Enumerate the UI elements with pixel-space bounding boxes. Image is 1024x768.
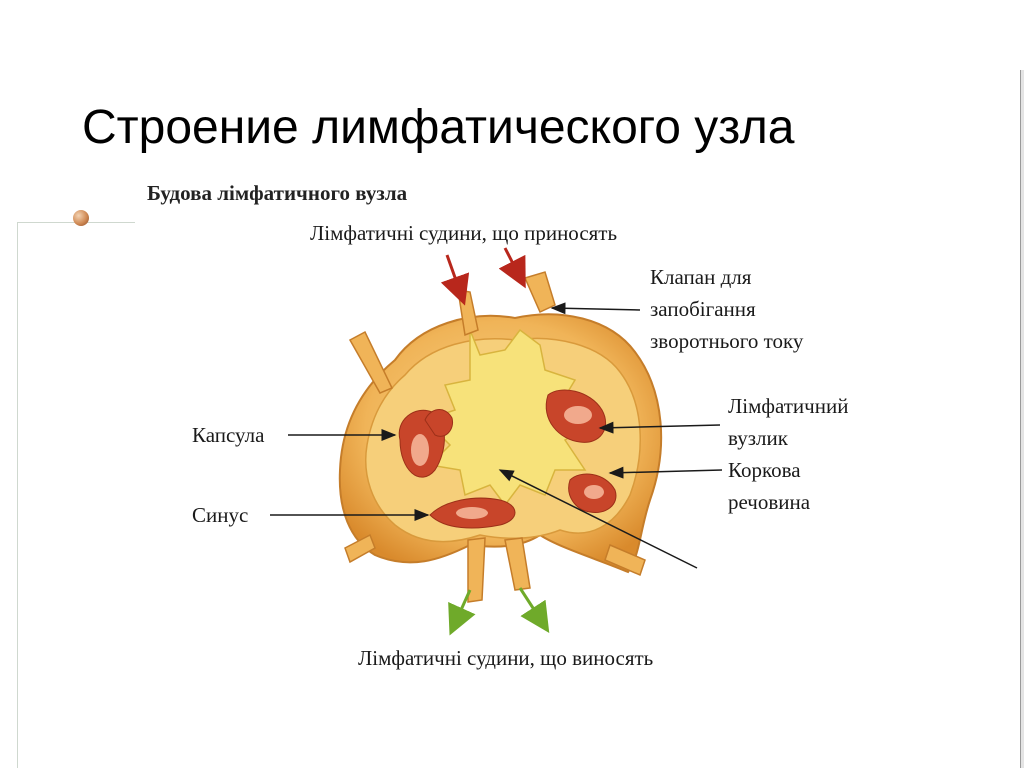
frame-right-border bbox=[1020, 70, 1024, 768]
side-vessel-bottom-left bbox=[344, 533, 376, 564]
efferent-vessel-right bbox=[504, 537, 531, 591]
frame-right-line bbox=[1020, 70, 1021, 768]
nodule-centers bbox=[411, 406, 604, 519]
leader-nodule bbox=[598, 421, 721, 434]
afferent-arrow-left bbox=[440, 254, 470, 306]
label-lymph-nodule-1: Лімфатичний bbox=[728, 394, 849, 418]
label-lymph-nodule-2: вузлик bbox=[728, 426, 788, 450]
afferent-vessel-right bbox=[523, 271, 556, 314]
leader-medulla bbox=[498, 469, 698, 569]
bullet-icon bbox=[73, 210, 89, 226]
diagram-heading: Будова лімфатичного вузла bbox=[147, 181, 408, 205]
side-vessel-bottom-right bbox=[604, 543, 646, 577]
label-cortex-2: речовина bbox=[728, 490, 811, 514]
efferent-arrow-left bbox=[448, 589, 476, 636]
efferent-vessel-left bbox=[467, 537, 486, 603]
label-capsule: Капсула bbox=[192, 423, 265, 447]
label-valve-2: запобігання bbox=[650, 297, 756, 321]
label-valve-3: зворотнього току bbox=[650, 329, 804, 353]
slide-title: Строение лимфатического узла bbox=[82, 101, 795, 154]
label-sinus: Синус bbox=[192, 503, 249, 527]
leader-valve bbox=[550, 302, 641, 315]
efferent-arrow-right bbox=[518, 587, 550, 634]
frame-left-line bbox=[17, 222, 18, 768]
side-vessel-left bbox=[348, 330, 394, 394]
afferent-arrow-right bbox=[498, 247, 526, 289]
label-cortex-1: Коркова bbox=[728, 458, 801, 482]
label-efferent-vessels: Лімфатичні судини, що виносять bbox=[358, 646, 654, 670]
label-afferent-vessels: Лімфатичні судини, що приносять bbox=[310, 221, 618, 245]
leader-cortex bbox=[608, 466, 723, 479]
label-valve-1: Клапан для bbox=[650, 265, 752, 289]
